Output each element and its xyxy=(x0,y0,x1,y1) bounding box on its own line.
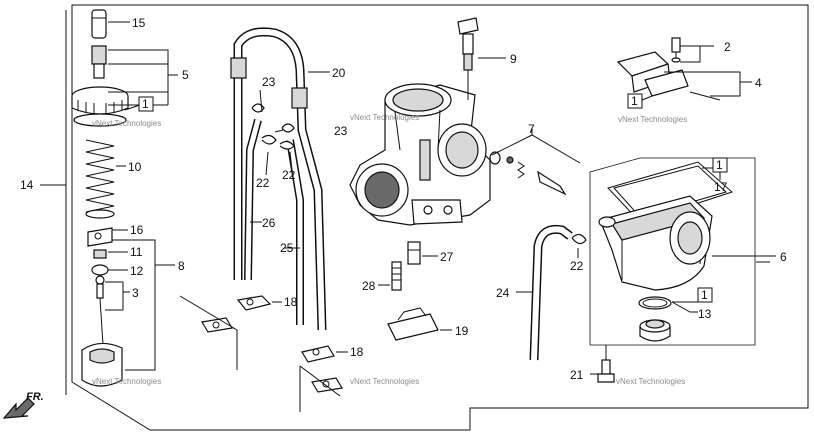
callout-1: 1 xyxy=(631,94,638,108)
callout-13: 13 xyxy=(698,307,712,321)
callout-9: 9 xyxy=(510,52,517,66)
callout-26: 26 xyxy=(262,216,276,230)
part-18-bracket-lower xyxy=(299,345,343,412)
carburetor-body xyxy=(349,83,491,226)
callout-21: 21 xyxy=(570,368,584,382)
callout-18: 18 xyxy=(350,345,364,359)
part-25-hose xyxy=(286,139,304,325)
callout-25: 25 xyxy=(280,241,294,255)
callout-19: 19 xyxy=(455,324,469,338)
callout-22: 22 xyxy=(570,259,584,273)
part-21-drain-screw xyxy=(597,359,615,383)
part-2-float-valve xyxy=(671,37,681,63)
front-direction-arrow-icon xyxy=(2,397,35,419)
part-20-hose xyxy=(230,27,327,331)
part-10-spring xyxy=(85,139,115,219)
part-16-clip-plate xyxy=(87,227,113,247)
callout-5: 5 xyxy=(182,68,189,82)
callout-14: 14 xyxy=(20,178,34,192)
watermark: vNext Technologies xyxy=(618,115,687,124)
watermark: vNext Technologies xyxy=(92,377,161,386)
callout-18: 18 xyxy=(284,295,298,309)
part-9-throttle-stop-screw xyxy=(457,17,479,100)
callout-23: 23 xyxy=(262,75,276,89)
callout-1: 1 xyxy=(701,288,708,302)
callout-1: 1 xyxy=(716,158,723,172)
callout-24: 24 xyxy=(496,286,510,300)
callout-11: 11 xyxy=(130,245,143,259)
callout-15: 15 xyxy=(132,16,146,30)
part-22-clip xyxy=(571,233,587,245)
part-28-needle-jet xyxy=(391,261,402,291)
part-17-gasket xyxy=(607,161,733,223)
callout-6: 6 xyxy=(780,250,787,264)
part-12-washer xyxy=(91,264,109,276)
callout-20: 20 xyxy=(332,66,346,80)
callout-8: 8 xyxy=(178,259,185,273)
watermark: vNext Technologies xyxy=(350,113,419,122)
callout-3: 3 xyxy=(132,286,139,300)
callout-2: 2 xyxy=(724,40,731,54)
part-3-jet-needle xyxy=(95,275,105,346)
float-bowl xyxy=(598,195,713,291)
part-26-hose xyxy=(244,118,262,281)
part-7-pilot-screw-set xyxy=(489,151,567,196)
watermark: vNext Technologies xyxy=(616,377,685,386)
direction-label: FR. xyxy=(26,391,44,403)
part-18-bracket-upper xyxy=(179,295,272,370)
callout-22: 22 xyxy=(256,176,270,190)
part-4-float xyxy=(616,51,721,101)
diagram-frame xyxy=(71,4,809,431)
callout-17: 17 xyxy=(714,180,728,194)
callout-labels: 15 5 1 10 14 16 11 12 8 3 23 20 23 22 22… xyxy=(20,16,787,403)
watermarks: vNext Technologies vNext Technologies vN… xyxy=(92,113,687,386)
watermark: vNext Technologies xyxy=(92,119,161,128)
watermark: vNext Technologies xyxy=(350,377,419,386)
callout-27: 27 xyxy=(440,250,454,264)
throttle-valve xyxy=(81,342,123,387)
callout-10: 10 xyxy=(128,160,142,174)
part-5-top-assembly xyxy=(71,45,129,127)
part-13-plug-and-oring xyxy=(638,296,672,342)
callout-7: 7 xyxy=(528,122,535,136)
part-11-needle-clip xyxy=(93,249,107,259)
callout-23: 23 xyxy=(334,124,348,138)
callout-22: 22 xyxy=(282,168,296,182)
part-27-jet xyxy=(407,241,421,265)
callout-28: 28 xyxy=(362,279,376,293)
callout-16: 16 xyxy=(130,223,144,237)
part-15-cap xyxy=(91,9,107,39)
part-24-overflow-tube xyxy=(529,224,573,361)
hose-clips xyxy=(251,103,295,150)
callout-4: 4 xyxy=(755,76,762,90)
part-19-float-pin-holder xyxy=(387,307,439,341)
callout-12: 12 xyxy=(130,264,144,278)
callout-1: 1 xyxy=(142,97,149,111)
